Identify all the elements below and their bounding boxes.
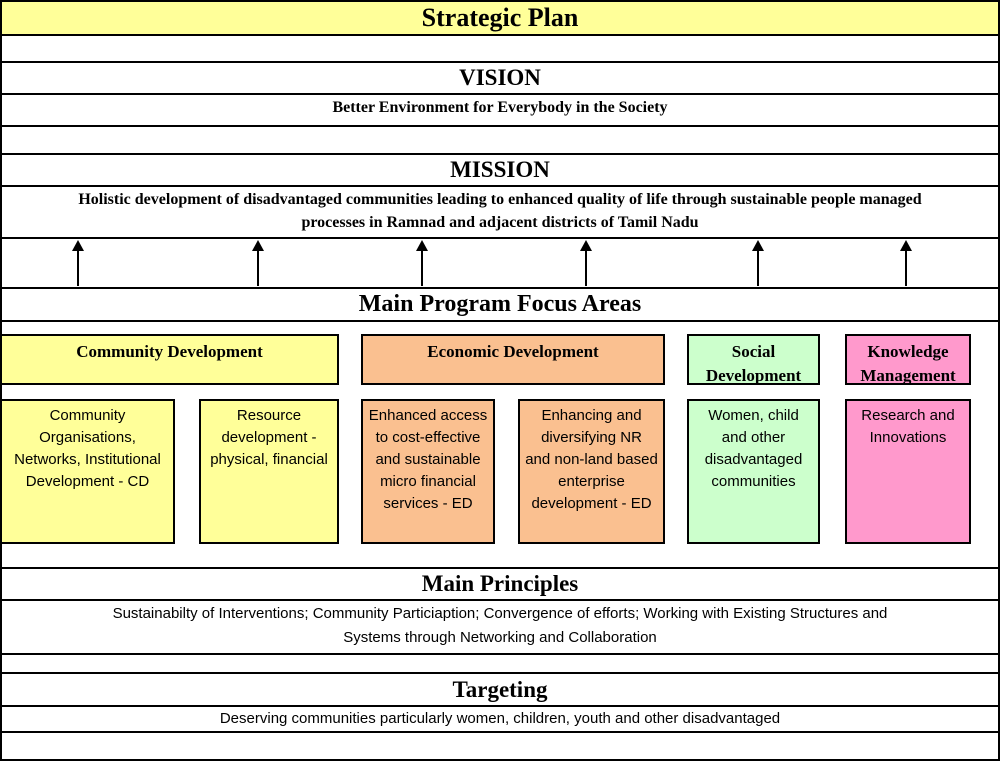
mission-text: Holistic development of disadvantaged co…: [2, 188, 998, 234]
focus-box-line: Organisations,: [39, 429, 136, 446]
focus-box-line: development - ED: [531, 495, 652, 512]
category-economic-development: Economic Development: [361, 334, 665, 385]
focus-box-community-organisations: Community Organisations, Networks, Insti…: [0, 399, 175, 544]
focus-box-line: development -: [221, 429, 317, 446]
category-knowledge-management: Knowledge Management: [845, 334, 971, 385]
category-community-development: Community Development: [0, 334, 339, 385]
up-arrow-icon: [752, 240, 764, 286]
focus-box-line: communities: [711, 473, 796, 490]
divider: [0, 287, 1000, 289]
focus-box-enterprise-development: Enhancing and diversifying NR and non-la…: [518, 399, 665, 544]
divider: [0, 125, 1000, 127]
divider: [0, 153, 1000, 155]
principles-text-line: Systems through Networking and Collabora…: [343, 629, 657, 646]
up-arrow-icon: [252, 240, 264, 286]
focus-box-line: services - ED: [383, 495, 473, 512]
category-label: Economic Development: [427, 342, 599, 361]
focus-box-line: physical, financial: [210, 451, 328, 468]
focus-box-line: Development - CD: [25, 473, 150, 490]
category-label: Knowledge: [867, 342, 949, 361]
divider: [0, 567, 1000, 569]
up-arrow-icon: [580, 240, 592, 286]
focus-box-women-child-communities: Women, child and other disadvantaged com…: [687, 399, 820, 544]
focus-box-line: disadvantaged: [704, 451, 803, 468]
focus-box-resource-development: Resource development - physical, financi…: [199, 399, 339, 544]
category-label: Social: [731, 342, 776, 361]
mission-text-line: processes in Ramnad and adjacent distric…: [301, 214, 699, 231]
targeting-text: Deserving communities particularly women…: [219, 710, 781, 727]
mission-heading: MISSION: [450, 157, 550, 182]
focus-box-line: Research and: [861, 407, 955, 424]
focus-box-line: micro financial: [380, 473, 476, 490]
focus-box-line: to cost-effective: [375, 429, 481, 446]
divider: [0, 320, 1000, 322]
focus-box-line: Enhanced access: [368, 407, 488, 424]
focus-box-line: and non-land based: [525, 451, 658, 468]
focus-box-line: enterprise: [558, 473, 625, 490]
focus-box-line: Networks, Institutional: [14, 451, 161, 468]
focus-box-line: Women, child: [708, 407, 799, 424]
category-label: Management: [860, 366, 956, 385]
focus-box-line: diversifying NR: [541, 429, 642, 446]
focus-box-micro-financial-services: Enhanced access to cost-effective and su…: [361, 399, 495, 544]
focus-box-research-innovations: Research and Innovations: [845, 399, 971, 544]
divider: [0, 34, 1000, 36]
diagram-title: Strategic Plan: [2, 2, 998, 34]
focus-box-line: and other: [721, 429, 786, 446]
divider: [0, 731, 1000, 733]
principles-text: Sustainabilty of Interventions; Communit…: [2, 602, 998, 650]
up-arrow-icon: [72, 240, 84, 286]
category-label: Community Development: [76, 342, 263, 361]
mission-text-line: Holistic development of disadvantaged co…: [78, 191, 922, 208]
divider: [0, 93, 1000, 95]
focus-box-line: Resource: [236, 407, 302, 424]
divider: [0, 599, 1000, 601]
divider: [0, 237, 1000, 239]
principles-heading: Main Principles: [421, 571, 579, 596]
principles-text-line: Sustainabilty of Interventions; Communit…: [112, 605, 888, 622]
focus-areas-heading: Main Program Focus Areas: [358, 291, 642, 317]
focus-box-line: and sustainable: [375, 451, 481, 468]
divider: [0, 672, 1000, 674]
focus-box-line: Innovations: [869, 429, 947, 446]
category-label: Development: [705, 366, 802, 385]
targeting-heading: Targeting: [452, 677, 548, 702]
focus-box-line: Community: [49, 407, 126, 424]
divider: [0, 61, 1000, 63]
vision-text: Better Environment for Everybody in the …: [332, 99, 668, 116]
divider: [0, 705, 1000, 707]
category-social-development: Social Development: [687, 334, 820, 385]
vision-heading: VISION: [459, 65, 541, 90]
up-arrow-icon: [900, 240, 912, 286]
up-arrow-icon: [416, 240, 428, 286]
focus-box-line: Enhancing and: [541, 407, 642, 424]
divider: [0, 653, 1000, 655]
divider: [0, 185, 1000, 187]
